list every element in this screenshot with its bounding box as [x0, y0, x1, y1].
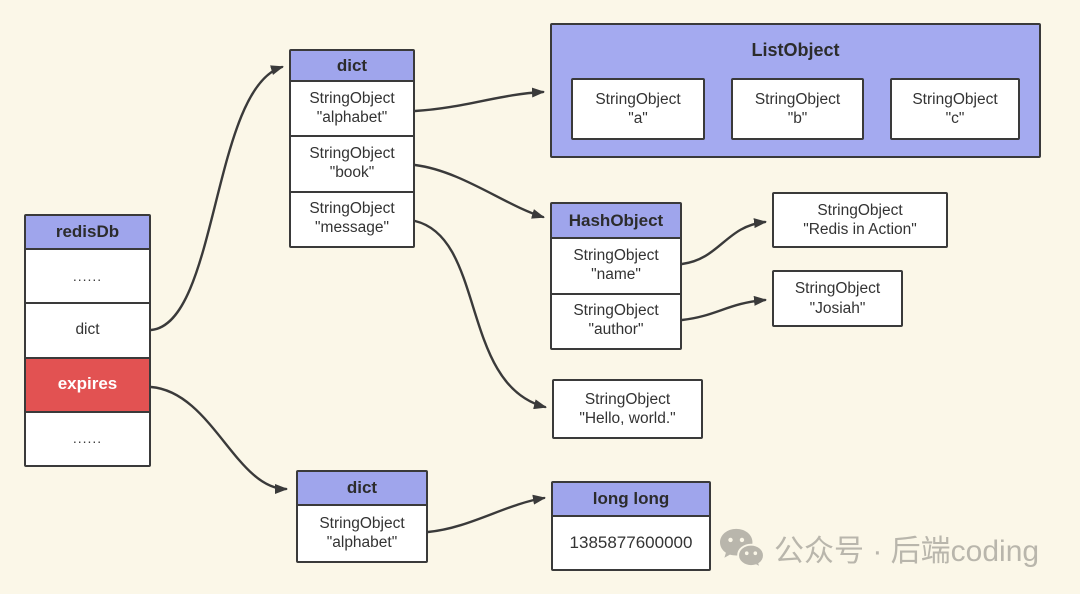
stringobject-hello-world: StringObject "Hello, world." [552, 379, 703, 439]
dict-main-table: dict StringObject "alphabet" StringObjec… [289, 49, 415, 248]
listobject-title: ListObject [751, 39, 840, 60]
stringobject-josiah: StringObject "Josiah" [772, 270, 903, 327]
row-type: StringObject [573, 246, 659, 264]
row-value: "alphabet" [326, 533, 398, 551]
row-type: StringObject [309, 89, 395, 107]
hashobject-table: HashObject StringObject "name" StringObj… [550, 202, 682, 350]
row-value: "author" [588, 321, 644, 339]
redisdb-title: redisDb [26, 216, 149, 250]
row-type: StringObject [309, 200, 395, 218]
row-type: StringObject [573, 302, 659, 320]
arrow-alphabet-to-longlong [426, 494, 546, 534]
longlong-title: long long [553, 483, 709, 517]
redisdb-row-dict: dict [26, 302, 149, 357]
arrow-book-to-hashobject [413, 163, 545, 219]
hashobject-title: HashObject [552, 204, 680, 239]
row-type: StringObject [309, 145, 395, 163]
listobject-items: StringObject "a" StringObject "b" String… [552, 78, 1039, 140]
item-type: StringObject [754, 90, 841, 108]
item-value: "c" [945, 110, 965, 127]
row-value: "alphabet" [316, 108, 388, 126]
hashobject-row-author: StringObject "author" [552, 292, 680, 348]
box-type: StringObject [794, 280, 881, 298]
arrow-author-to-josiah [680, 295, 767, 322]
dict-main-row-alphabet: StringObject "alphabet" [291, 82, 413, 136]
dict-main-row-message: StringObject "message" [291, 190, 413, 246]
row-value: "name" [591, 265, 641, 283]
listobject-item-a: StringObject "a" [571, 78, 705, 140]
arrow-redisdb-expires-to-dict [149, 385, 288, 494]
box-value: "Hello, world." [579, 410, 676, 427]
wechat-icon [720, 528, 764, 569]
row-type: StringObject [319, 514, 405, 532]
box-value: "Josiah" [809, 299, 866, 317]
item-type: StringObject [912, 90, 998, 108]
dict-expires-title: dict [298, 472, 426, 506]
redisdb-row-ellipsis-bottom: ...... [26, 410, 149, 465]
box-type: StringObject [817, 201, 903, 219]
arrow-name-to-redis-in-action [680, 218, 767, 266]
row-value: "message" [315, 219, 389, 237]
hashobject-row-name: StringObject "name" [552, 239, 680, 293]
longlong-value: 1385877600000 [553, 517, 709, 569]
item-type: StringObject [595, 90, 681, 108]
listobject-item-b: StringObject "b" [731, 78, 864, 140]
watermark-text: 公众号 · 后端coding [774, 535, 1040, 568]
dict-main-title: dict [291, 51, 413, 82]
listobject-container: ListObject StringObject "a" StringObject… [550, 23, 1041, 158]
dict-main-row-book: StringObject "book" [291, 135, 413, 191]
dict-expires-row-alphabet: StringObject "alphabet" [298, 506, 426, 561]
redisdb-table: redisDb ...... dict expires ...... [24, 214, 151, 467]
item-value: "a" [628, 110, 648, 127]
box-value: "Redis in Action" [803, 221, 917, 238]
box-type: StringObject [584, 390, 671, 408]
redisdb-row-ellipsis-top: ...... [26, 250, 149, 303]
row-value: "book" [329, 163, 375, 181]
longlong-table: long long 1385877600000 [551, 481, 711, 571]
item-value: "b" [787, 110, 808, 127]
watermark: 公众号 · 后端coding [718, 526, 1039, 570]
stringobject-redis-in-action: StringObject "Redis in Action" [772, 192, 948, 248]
arrow-redisdb-dict-to-dict [149, 65, 284, 332]
redisdb-row-expires: expires [26, 356, 149, 411]
dict-expires-table: dict StringObject "alphabet" [296, 470, 428, 563]
arrow-message-to-hello [413, 219, 547, 410]
arrow-alphabet-to-listobject [413, 87, 545, 113]
listobject-item-c: StringObject "c" [890, 78, 1020, 140]
